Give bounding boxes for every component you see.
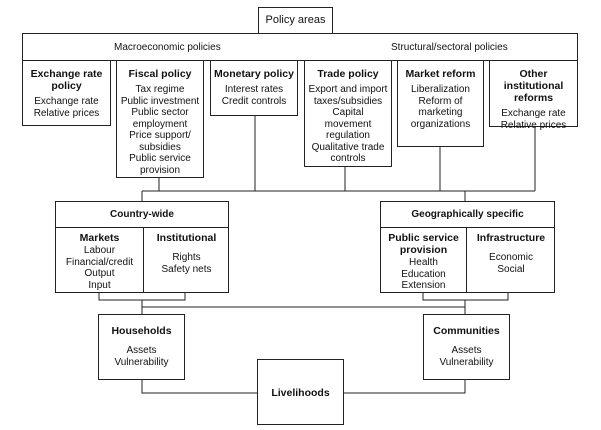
item: Assets — [126, 345, 157, 356]
box-title: Exchange rate policy — [30, 68, 103, 92]
box-title: Monetary policy — [214, 68, 294, 80]
item: Labour — [83, 245, 116, 256]
box-title: Fiscal policy — [128, 68, 192, 80]
macro-label: Macroeconomic policies — [114, 42, 221, 53]
item: Financial/credit — [65, 256, 134, 268]
policy-groups-band — [22, 33, 578, 61]
item: Health — [409, 257, 438, 268]
item: taxes/subsidies — [313, 95, 383, 107]
item: Vulnerability — [439, 356, 494, 368]
box-title: Market reform — [405, 68, 476, 80]
item: Social — [497, 263, 525, 275]
item: Public service — [129, 153, 191, 164]
item: Exchange rate — [34, 96, 99, 107]
item: provision — [139, 164, 181, 176]
policy-areas-box: Policy areas — [258, 7, 333, 34]
item: Capital — [332, 107, 364, 118]
item: Interest rates — [224, 84, 284, 95]
item: subsidies — [139, 141, 181, 153]
item: organizations — [410, 118, 471, 130]
item: Education — [401, 268, 446, 280]
geographic-header: Geographically specific — [381, 202, 554, 228]
item: Safety nets — [161, 263, 212, 275]
item: Export and import — [308, 84, 388, 95]
cell-title: Infrastructure — [476, 232, 546, 244]
item: Extension — [401, 280, 446, 291]
cell-title: Markets — [79, 232, 120, 244]
item: Credit controls — [221, 95, 287, 107]
item: Relative prices — [500, 119, 567, 131]
item: Rights — [172, 252, 201, 263]
cell-title: Public service provision — [388, 232, 459, 256]
item: Input — [88, 279, 111, 291]
item: Tax regime — [135, 84, 185, 95]
item: Output — [84, 268, 115, 279]
box-title: Livelihoods — [271, 387, 330, 399]
item: Assets — [451, 345, 482, 356]
livelihoods-box: Livelihoods — [257, 359, 344, 425]
item: movement — [324, 118, 372, 130]
item: Price support/ — [129, 130, 191, 141]
item: controls — [330, 153, 366, 164]
item: employment — [132, 118, 188, 130]
policy-areas-title: Policy areas — [265, 14, 326, 26]
box-title: Trade policy — [317, 68, 379, 80]
geographically-specific-box: Geographically specific Public service p… — [380, 201, 555, 293]
item: Economic — [489, 252, 533, 263]
item: Qualitative trade — [311, 141, 385, 153]
country-wide-header: Country-wide — [56, 202, 228, 228]
item: Reform of — [418, 95, 463, 107]
cell-title: Institutional — [156, 232, 217, 244]
item: Relative prices — [33, 107, 100, 119]
item: Liberalization — [411, 84, 470, 95]
structural-label: Structural/sectoral policies — [391, 42, 508, 53]
box-title: Communities — [433, 325, 500, 337]
box-title: Households — [111, 325, 172, 337]
item: Public sector — [131, 107, 189, 118]
box-title: Other institutional reforms — [503, 68, 564, 104]
item: Public investment — [120, 95, 200, 107]
other-institutional-reforms-box: Other institutional reforms Exchange rat… — [489, 60, 578, 131]
item: Exchange rate — [501, 108, 566, 119]
item: Vulnerability — [114, 356, 169, 368]
item: regulation — [326, 130, 370, 141]
item: marketing — [418, 107, 463, 118]
